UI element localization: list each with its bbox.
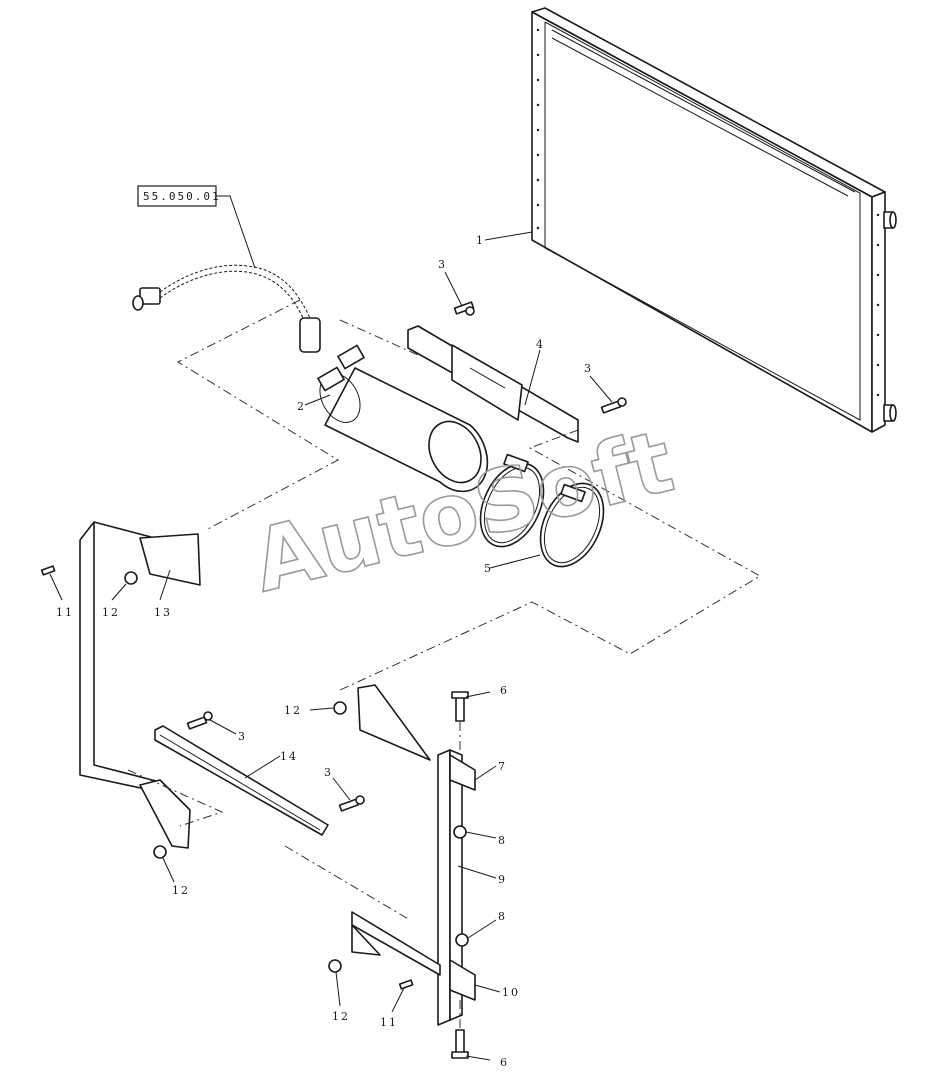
- callout-9: 9: [498, 873, 507, 886]
- hose-clamps: [479, 453, 605, 568]
- callout-6: 6: [500, 684, 509, 697]
- assembly-guide-lines: [127, 299, 761, 1030]
- reference-label: 55.050.01: [143, 190, 221, 203]
- callout-leaders: [49, 231, 613, 1061]
- callout-12: 12: [284, 704, 302, 717]
- pressure-switch-cable: [132, 264, 321, 353]
- callout-12: 12: [102, 606, 120, 619]
- callout-8: 8: [498, 910, 507, 923]
- upright-bracket: [351, 684, 476, 1026]
- receiver-drier: [317, 344, 489, 493]
- callout-2: 2: [297, 400, 306, 413]
- callout-11: 11: [56, 606, 74, 619]
- callout-3: 3: [438, 258, 447, 271]
- callout-1: 1: [476, 234, 485, 247]
- bolts-and-nuts: [40, 301, 627, 1059]
- callout-3: 3: [238, 730, 247, 743]
- support-bar: [154, 725, 329, 836]
- condenser-rivets: [536, 28, 880, 397]
- callout-8: 8: [498, 834, 507, 847]
- callout-3: 3: [324, 766, 333, 779]
- condenser-radiator: [531, 7, 897, 433]
- callout-4: 4: [536, 338, 545, 351]
- drier-mounting-bracket: [407, 325, 579, 443]
- callout-12: 12: [332, 1010, 350, 1023]
- callout-11: 11: [380, 1016, 398, 1029]
- callout-7: 7: [498, 760, 507, 773]
- callout-numbers: 1 2 3 3 3 3 4 5 6 6 7 8 8 9 10 11 11 12 …: [56, 234, 593, 1069]
- callout-10: 10: [502, 986, 520, 999]
- callout-5: 5: [484, 562, 493, 575]
- reference-label-box: 55.050.01: [137, 185, 256, 269]
- callout-12: 12: [172, 884, 190, 897]
- callout-6: 6: [500, 1056, 509, 1069]
- callout-13: 13: [154, 606, 172, 619]
- left-frame-bracket: [79, 521, 201, 849]
- callout-14: 14: [280, 750, 298, 763]
- callout-3: 3: [584, 362, 593, 375]
